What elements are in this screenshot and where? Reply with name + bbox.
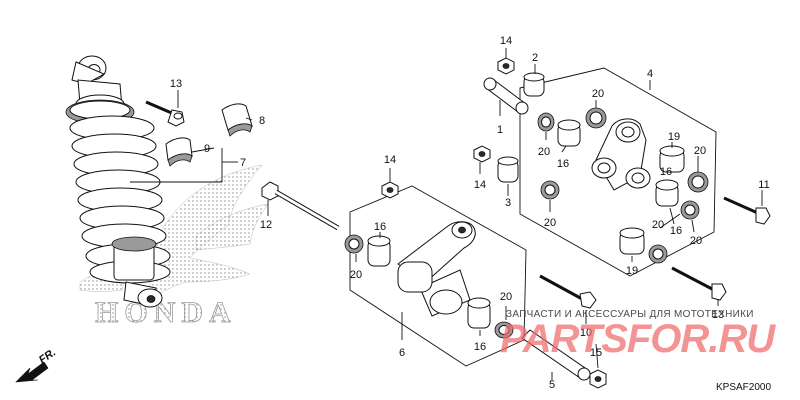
- callout-labels: 14 2 4 20 13 8 1 20 16 9 7 14 14 19 20 1…: [170, 35, 770, 391]
- callout-14-lower: 15: [590, 347, 602, 359]
- callout-20-arm-a: 20: [538, 146, 550, 158]
- shock-arm-4: [591, 118, 651, 191]
- callout-17: 19: [626, 265, 638, 277]
- seal-20-link-right: [494, 321, 514, 339]
- callout-13-lower: 13: [712, 309, 724, 321]
- direction-label: FR.: [37, 346, 58, 366]
- leader-lines: [130, 48, 763, 380]
- callout-20-link-b: 20: [500, 291, 512, 303]
- bolt-13-upper: [145, 100, 185, 127]
- callout-16-link-a: 16: [374, 221, 386, 233]
- callout-6: 6: [399, 347, 405, 359]
- pipe-1: [483, 77, 529, 115]
- collar-16-arm-right: [655, 179, 679, 207]
- collar-17: [619, 227, 645, 255]
- seal-19-arm-top: [585, 107, 607, 129]
- diagram-code: KPSAF2000: [716, 382, 771, 393]
- bushing-3: [497, 156, 519, 183]
- watermark-brand: PARTSFOR.RU: [500, 317, 776, 361]
- callout-14-arm: 14: [474, 179, 486, 191]
- callout-13-upper: 13: [170, 78, 182, 90]
- callout-19-top: 20: [592, 88, 604, 100]
- callout-15: 14: [500, 35, 512, 47]
- callout-9: 9: [204, 143, 210, 155]
- nut-15: [497, 57, 515, 75]
- honda-brand-watermark: HONDA: [95, 296, 237, 329]
- callout-2: 2: [532, 52, 538, 64]
- watermark-tagline: ЗАПЧАСТИ И АКСЕССУАРЫ ДЛЯ МОТОТЕХНИКИ: [506, 309, 754, 320]
- callout-20-arm-c: 20: [652, 219, 664, 231]
- callout-20-arm-d: 20: [690, 235, 702, 247]
- nut-14-arm: [473, 145, 491, 163]
- bushing-2: [523, 72, 545, 97]
- callout-16-arm-c: 16: [670, 225, 682, 237]
- nut-14-lower: [589, 369, 607, 389]
- rear-shock-absorber: [65, 55, 171, 308]
- callout-19-right: 20: [694, 145, 706, 157]
- callout-11: 11: [758, 179, 769, 191]
- callout-1: 1: [497, 124, 503, 136]
- callout-5: 5: [549, 379, 555, 391]
- callout-16-link-b: 16: [474, 341, 486, 353]
- shim-9: [165, 137, 193, 167]
- callout-16-arm-b: 16: [660, 166, 672, 178]
- collar-16-link-right: [467, 297, 491, 329]
- seal-20-arm-top: [537, 112, 555, 132]
- seal-20-arm-right: [680, 200, 700, 220]
- callout-7: 7: [240, 157, 246, 169]
- seal-19-arm-right: [687, 171, 709, 193]
- bolt-13-lower: [671, 266, 727, 301]
- shock-link-6: [397, 221, 476, 317]
- bolt-11: [723, 196, 771, 225]
- callout-8: 8: [259, 115, 265, 127]
- callout-20-arm-b: 20: [544, 217, 556, 229]
- collar-16-link-left: [367, 235, 391, 267]
- nut-14-link: [381, 181, 399, 199]
- assembly-6-outline: [349, 185, 527, 367]
- seal-20-link-left: [344, 234, 364, 254]
- callout-14-link: 14: [384, 154, 396, 166]
- callout-16-arm-a: 16: [557, 158, 569, 170]
- bolt-12-long: [261, 181, 340, 231]
- pipe-5: [521, 329, 591, 381]
- bolt-10: [539, 274, 597, 309]
- callout-10: 10: [580, 327, 592, 339]
- seal-20-arm-bottom: [648, 244, 668, 264]
- shim-8: [221, 103, 253, 137]
- callout-20-link-a: 20: [350, 269, 362, 281]
- callout-4: 4: [647, 68, 653, 80]
- assembly-4-outline: [519, 67, 717, 277]
- front-direction-arrow: FR.: [15, 346, 58, 383]
- callout-3: 3: [505, 197, 511, 209]
- callout-18: 19: [668, 131, 680, 143]
- callout-12: 12: [260, 219, 272, 231]
- collar-16-arm-top: [557, 119, 581, 147]
- seal-20-arm-mid: [540, 180, 560, 200]
- partsfor-watermark: ЗАПЧАСТИ И АКСЕССУАРЫ ДЛЯ МОТОТЕХНИКИ PA…: [500, 309, 777, 361]
